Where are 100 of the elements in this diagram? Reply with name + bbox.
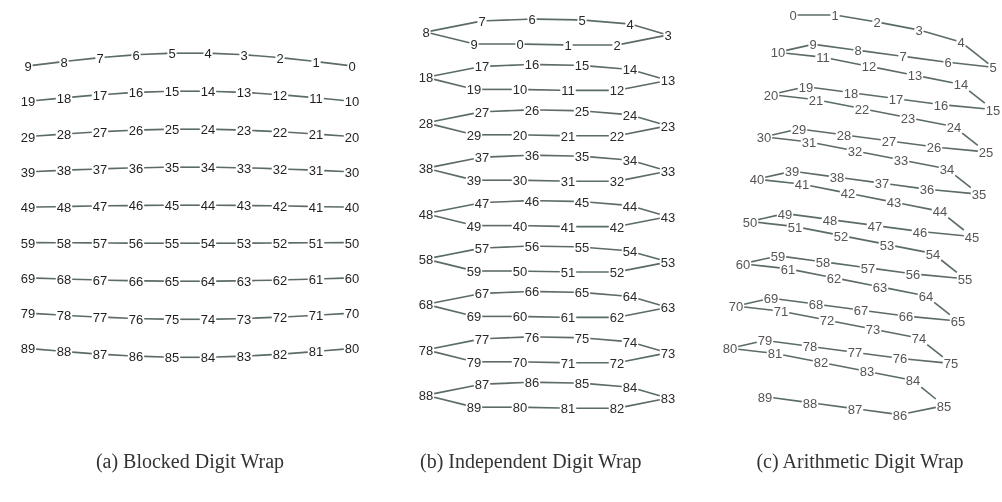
- connector-line: [750, 263, 781, 269]
- number-label: 50: [512, 264, 528, 278]
- number-label: 29: [466, 128, 482, 142]
- connector-line: [848, 236, 880, 244]
- connector-line: [433, 169, 467, 179]
- number-label: 51: [560, 265, 576, 279]
- connector-line: [481, 224, 513, 227]
- connector-line: [743, 306, 774, 311]
- connector-line: [575, 180, 610, 182]
- connector-line: [869, 109, 901, 117]
- number-label: 55: [164, 236, 180, 250]
- connector-line: [527, 315, 561, 318]
- connector-line: [489, 336, 525, 340]
- connector-line: [179, 280, 201, 282]
- number-label: 5: [989, 60, 997, 74]
- connector-line: [954, 174, 972, 189]
- number-label: 24: [946, 120, 962, 134]
- number-label: 15: [574, 58, 590, 72]
- number-label: 6: [528, 12, 536, 26]
- number-label: 35: [164, 160, 180, 174]
- number-label: 66: [524, 284, 540, 298]
- connector-line: [35, 312, 57, 316]
- connector-line: [908, 160, 940, 169]
- number-label: 87: [847, 402, 863, 416]
- number-label: 79: [20, 306, 36, 320]
- number-label: 64: [622, 289, 638, 303]
- number-label: 27: [92, 125, 108, 139]
- number-label: 38: [829, 170, 845, 184]
- number-label: 5: [168, 46, 176, 60]
- connector-line: [539, 109, 575, 112]
- connector-line: [179, 90, 201, 92]
- connector-line: [571, 44, 614, 46]
- connector-line: [433, 214, 467, 225]
- number-label: 11: [816, 50, 830, 64]
- number-label: 10: [512, 82, 528, 96]
- connector-line: [778, 94, 809, 100]
- connector-line: [323, 133, 345, 137]
- connector-line: [785, 256, 816, 262]
- number-label: 37: [92, 162, 108, 176]
- number-label: 15: [164, 84, 180, 98]
- connector-line: [922, 30, 958, 42]
- connector-line: [920, 386, 937, 400]
- connector-line: [35, 133, 57, 137]
- number-label: 39: [784, 164, 800, 178]
- connector-line: [589, 383, 623, 388]
- connector-line: [874, 372, 906, 380]
- number-label: 63: [236, 274, 252, 288]
- number-label: 59: [20, 236, 36, 249]
- connector-line: [575, 89, 610, 92]
- connector-line: [71, 131, 93, 135]
- connector-line: [841, 278, 873, 286]
- number-label: 70: [512, 355, 528, 369]
- connector-line: [433, 203, 475, 213]
- number-label: 79: [466, 355, 482, 369]
- connector-line: [433, 260, 467, 270]
- number-label: 74: [200, 312, 216, 326]
- number-label: 55: [957, 272, 973, 286]
- number-label: 1: [564, 38, 572, 52]
- connector-line: [862, 352, 893, 359]
- connector-line: [796, 14, 832, 16]
- number-label: 62: [826, 271, 842, 285]
- connector-line: [934, 189, 972, 195]
- connector-line: [287, 131, 309, 135]
- number-label: 58: [815, 255, 831, 269]
- number-label: 57: [92, 236, 108, 250]
- connector-line: [251, 242, 273, 244]
- connector-line: [795, 269, 827, 277]
- number-label: 16: [524, 57, 540, 71]
- connector-line: [771, 137, 802, 142]
- number-label: 62: [609, 310, 625, 324]
- connector-line: [575, 271, 610, 273]
- connector-line: [968, 90, 986, 104]
- connector-line: [31, 61, 61, 67]
- connector-line: [251, 353, 273, 357]
- connector-line: [539, 154, 575, 157]
- number-label: 42: [840, 186, 856, 200]
- number-label: 53: [879, 238, 895, 251]
- connector-line: [489, 109, 525, 113]
- connector-line: [757, 221, 788, 227]
- connector-line: [67, 57, 97, 62]
- connector-line: [624, 217, 661, 226]
- connector-line: [215, 242, 237, 244]
- number-label: 23: [900, 111, 916, 125]
- connector-line: [539, 290, 575, 293]
- number-label: 69: [763, 291, 779, 305]
- number-label: 28: [836, 128, 852, 142]
- number-label: 19: [466, 82, 482, 96]
- connector-line: [179, 166, 201, 168]
- number-label: 86: [128, 349, 144, 363]
- number-label: 12: [861, 59, 877, 73]
- connector-line: [637, 116, 661, 125]
- connector-line: [179, 242, 201, 244]
- number-label: 62: [272, 273, 288, 287]
- number-label: 18: [843, 86, 859, 100]
- number-label: 0: [516, 37, 524, 51]
- number-label: 60: [512, 309, 528, 323]
- number-label: 54: [622, 244, 638, 258]
- connector-line: [539, 63, 575, 66]
- number-label: 33: [660, 164, 676, 178]
- number-label: 51: [308, 236, 324, 250]
